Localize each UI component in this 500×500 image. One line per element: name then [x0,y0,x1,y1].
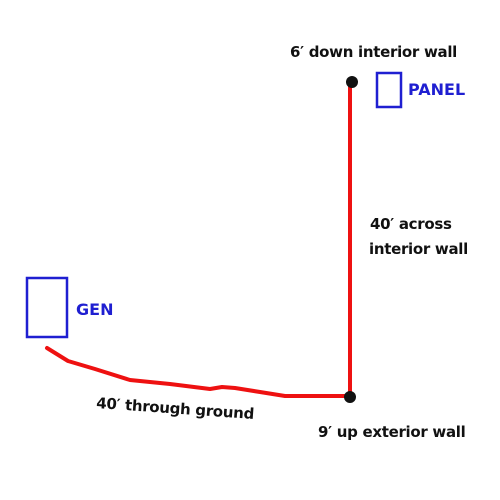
generator-box [25,276,69,339]
junction-point-top [346,76,358,88]
label-exterior-up: 9′ up exterior wall [318,423,466,441]
panel-label: PANEL [408,80,466,99]
label-across-line2: interior wall [369,240,468,258]
wire-run-ground [45,346,352,398]
panel-box [375,71,403,109]
generator-label: GEN [76,300,114,319]
label-across-line1: 40′ across [370,215,452,233]
junction-point-bottom [344,391,356,403]
label-interior-down: 6′ down interior wall [290,43,458,61]
